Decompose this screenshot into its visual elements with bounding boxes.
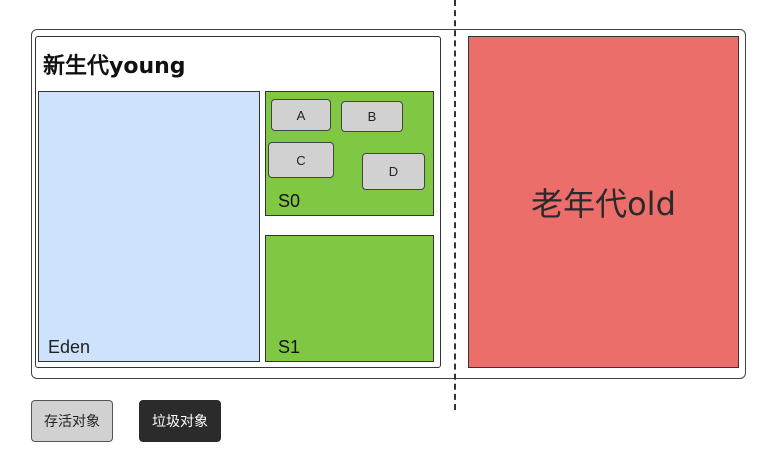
old-generation-label: 老年代old — [531, 185, 676, 223]
object-c: C — [268, 142, 334, 178]
legend-live-object: 存活对象 — [31, 400, 113, 442]
eden-space — [38, 91, 260, 362]
object-b: B — [341, 101, 403, 132]
legend-garbage-object: 垃圾对象 — [139, 400, 221, 442]
s0-label: S0 — [278, 191, 301, 211]
object-d: D — [362, 153, 425, 190]
old-generation-box: 老年代old — [468, 36, 739, 368]
young-generation-title: 新生代young — [43, 54, 186, 79]
eden-label: Eden — [48, 337, 91, 357]
survivor-s1-space — [265, 235, 434, 362]
s1-label: S1 — [278, 337, 301, 357]
object-a: A — [271, 99, 331, 131]
generation-divider — [454, 0, 456, 410]
